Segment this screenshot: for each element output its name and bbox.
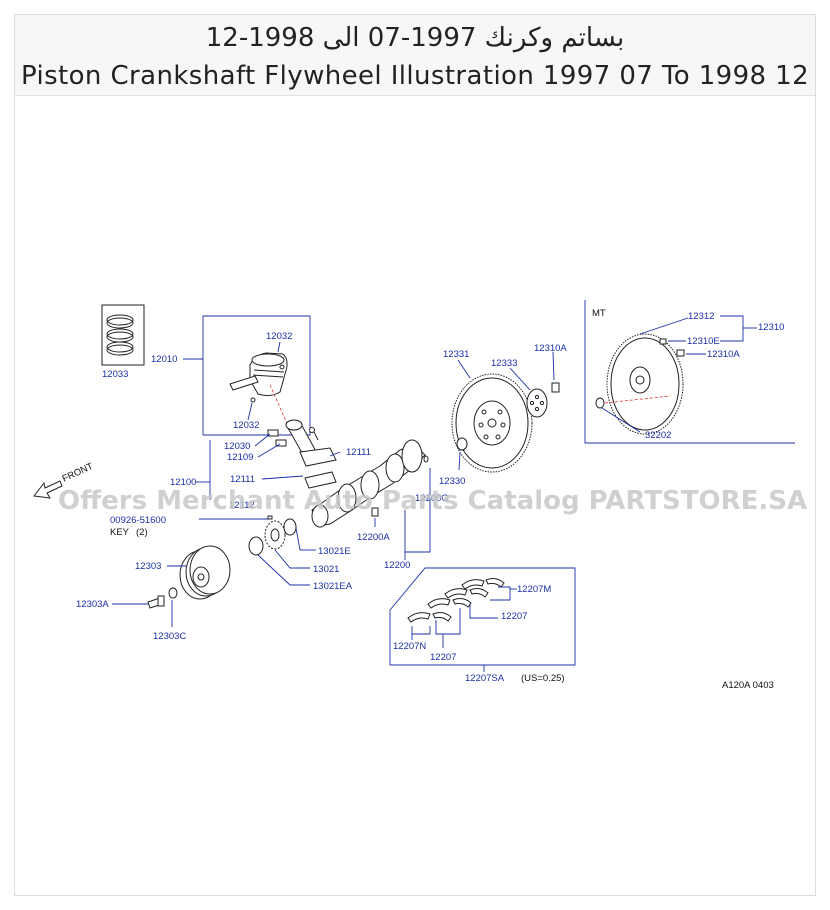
label-12312[interactable]: 12312	[688, 311, 714, 322]
label-12109[interactable]: 12109	[227, 452, 253, 463]
label-front: FRONT	[61, 461, 95, 485]
label-12207N[interactable]: 12207N	[393, 641, 426, 652]
label-mt: MT	[592, 308, 606, 319]
label-12333[interactable]: 12333	[491, 358, 517, 369]
label-key: KEY	[110, 527, 130, 538]
label-13021EA[interactable]: 13021EA	[313, 581, 353, 592]
label-12207SA[interactable]: 12207SA	[465, 673, 505, 684]
label-12010[interactable]: 12010	[151, 354, 177, 365]
label-12030[interactable]: 12030	[224, 441, 250, 452]
piston-illustration	[229, 352, 291, 431]
label-12303[interactable]: 12303	[135, 561, 161, 572]
label-12100[interactable]: 12100	[170, 477, 196, 488]
diagram-reference-code: A120A 0403	[722, 680, 774, 691]
label-12310A-upper[interactable]: 12310A	[534, 343, 567, 354]
label-12331[interactable]: 12331	[443, 349, 469, 360]
label-12310E[interactable]: 12310E	[687, 336, 720, 347]
label-12032-bottom[interactable]: 12032	[233, 420, 259, 431]
label-12111-left[interactable]: 12111	[230, 474, 255, 485]
label-00926-51600[interactable]: 00926-51600	[110, 515, 166, 526]
label-12200[interactable]: 12200	[384, 560, 410, 571]
bearings-illustration	[407, 578, 505, 623]
label-12330[interactable]: 12330	[439, 476, 465, 487]
label-us-025: (US=0.25)	[521, 673, 565, 684]
label-12207-left[interactable]: 12207	[430, 652, 456, 663]
label-12111-right[interactable]: 12111	[346, 447, 371, 458]
label-12303A[interactable]: 12303A	[76, 599, 109, 610]
label-12032-top[interactable]: 12032	[266, 331, 292, 342]
piston-rings-illustration	[101, 304, 145, 366]
label-12207M[interactable]: 12207M	[517, 584, 551, 595]
label-key-qty: (2)	[136, 527, 148, 538]
label-12310A-lower[interactable]: 12310A	[707, 349, 740, 360]
crank-pulley-illustration	[147, 545, 231, 609]
label-12200A[interactable]: 12200A	[357, 532, 390, 543]
crankshaft-illustration	[311, 439, 429, 528]
front-arrow-icon	[33, 480, 63, 499]
label-12112[interactable]: 12112	[229, 500, 255, 511]
label-32202[interactable]: 32202	[645, 430, 671, 441]
label-12033[interactable]: 12033	[102, 369, 128, 380]
title-arabic: بساتم وكرنك 1997-07 الى 1998-12	[205, 23, 625, 53]
mt-flywheel-illustration	[595, 333, 685, 435]
title-english: Piston Crankshaft Flywheel Illustration …	[20, 61, 810, 91]
sprocket-illustration	[248, 515, 297, 556]
label-12207-right[interactable]: 12207	[501, 611, 527, 622]
label-13021[interactable]: 13021	[313, 564, 339, 575]
page-header: بساتم وكرنك 1997-07 الى 1998-12 Piston C…	[15, 15, 815, 96]
watermark-text: Offers Merchant Auto Parts Catalog PARTS…	[58, 486, 807, 516]
label-13021E[interactable]: 13021E	[318, 546, 351, 557]
label-12200G[interactable]: 12200G	[415, 493, 449, 504]
label-12303C[interactable]: 12303C	[153, 631, 186, 642]
label-12310[interactable]: 12310	[758, 322, 784, 333]
connecting-rod-illustration	[267, 419, 337, 489]
flywheel-illustration	[451, 373, 560, 473]
